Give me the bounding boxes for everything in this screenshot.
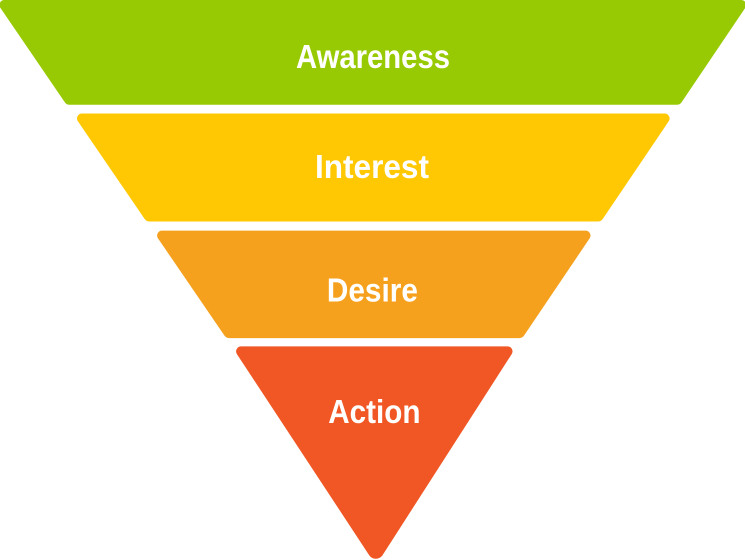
svg-text:Awareness: Awareness	[296, 38, 450, 75]
svg-text:Interest: Interest	[315, 148, 429, 185]
svg-text:Action: Action	[328, 393, 420, 430]
svg-text:Desire: Desire	[327, 272, 418, 309]
